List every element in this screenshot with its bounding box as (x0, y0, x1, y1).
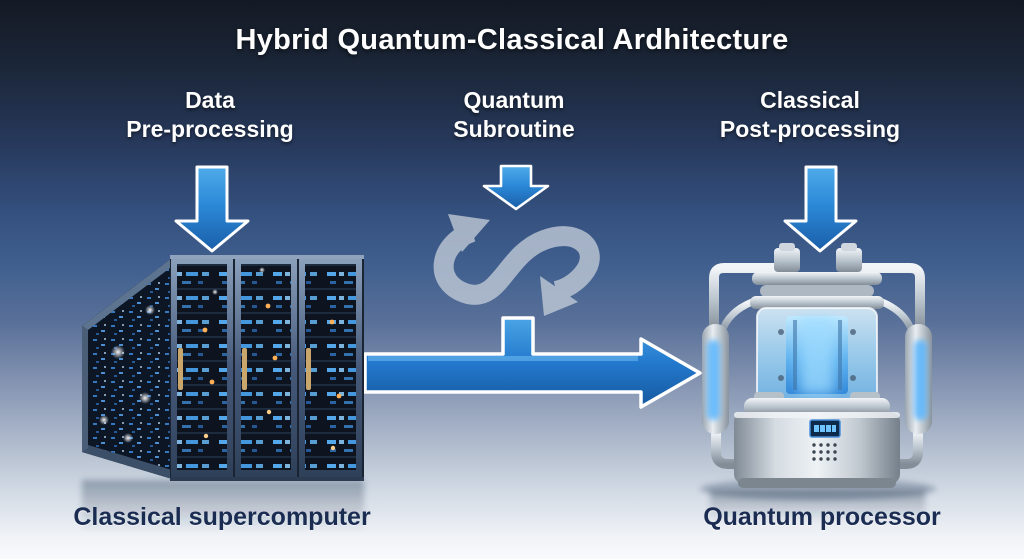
processor-display (809, 419, 841, 438)
stage-label-postprocessing-line1: Classical (760, 87, 860, 113)
server-cabinet-door (235, 257, 297, 479)
down-arrow-icon-left (174, 165, 250, 253)
stage-label-subroutine: Quantum Subroutine (453, 86, 574, 144)
down-arrow-icon-middle (482, 164, 550, 211)
caption-quantum-processor: Quantum processor (703, 503, 941, 531)
down-arrow-icon-right (783, 165, 858, 253)
server-reflection (82, 480, 364, 532)
processor-vent-dots (812, 443, 837, 461)
caption-classical-supercomputer: Classical supercomputer (73, 503, 371, 531)
server-cabinet-door (299, 257, 362, 479)
stage-label-postprocessing: Classical Post-processing (720, 86, 900, 144)
stage-label-preprocessing-line2: Pre-processing (126, 116, 294, 142)
stage-label-subroutine-line1: Quantum (463, 87, 565, 113)
stage-label-preprocessing: Data Pre-processing (126, 86, 293, 144)
stage-label-postprocessing-line2: Post-processing (719, 116, 901, 142)
page-title: Hybrid Quantum-Classical Ardhitecture (235, 24, 789, 56)
stage-label-preprocessing-line1: Data (185, 87, 235, 113)
server-cabinet-door (171, 257, 233, 479)
stage-label-subroutine-line2: Subroutine (453, 116, 575, 142)
flow-arrow-icon (363, 316, 702, 409)
server-rack-illustration (82, 255, 364, 481)
loop-arrows-icon (433, 214, 600, 316)
quantum-processor-illustration (702, 243, 932, 488)
